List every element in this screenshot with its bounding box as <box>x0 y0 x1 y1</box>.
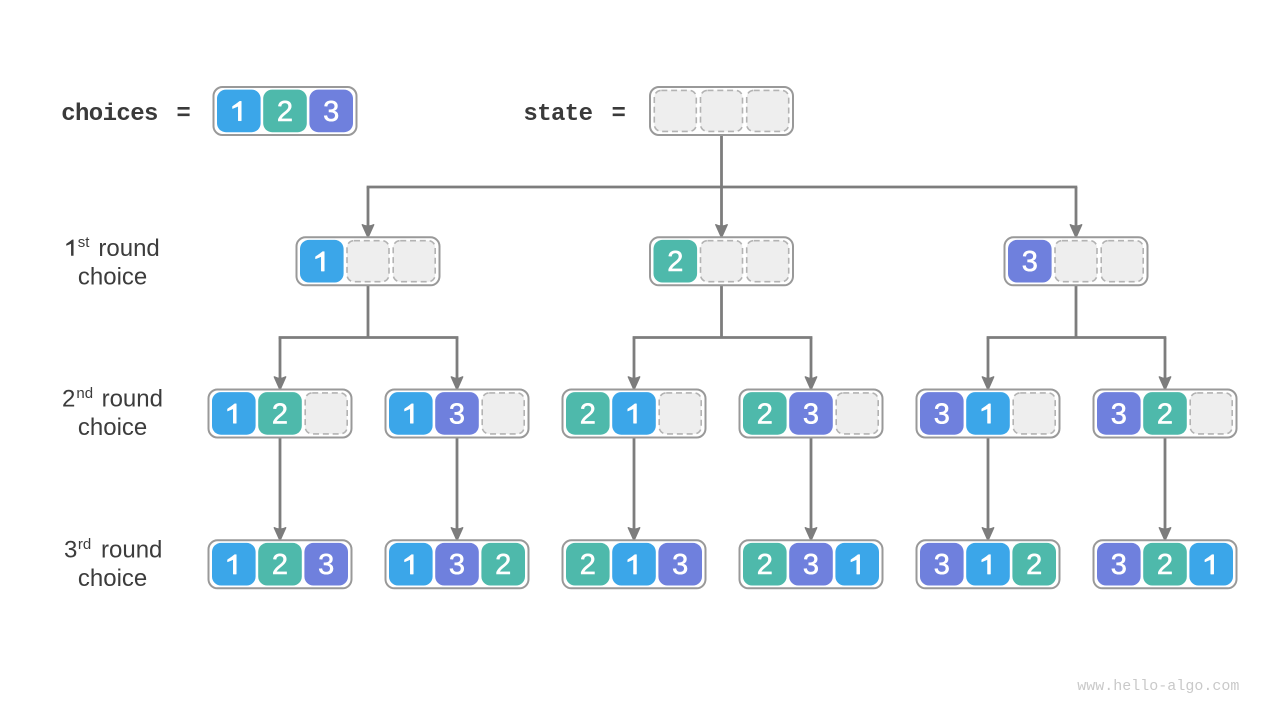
svg-text:2: 2 <box>495 549 511 581</box>
svg-text:3: 3 <box>323 96 339 128</box>
svg-text:3: 3 <box>803 549 819 581</box>
svg-text:round: round <box>101 537 162 564</box>
svg-text:2: 2 <box>1157 398 1173 430</box>
svg-text:3: 3 <box>1111 398 1127 430</box>
svg-text:3: 3 <box>1111 549 1127 581</box>
svg-text:nd: nd <box>76 385 93 402</box>
svg-text:2: 2 <box>62 385 75 412</box>
svg-text:3: 3 <box>449 398 465 430</box>
svg-text:choices: choices <box>61 101 158 128</box>
svg-text:3: 3 <box>1022 246 1038 278</box>
svg-text:3: 3 <box>449 549 465 581</box>
svg-text:3: 3 <box>803 398 819 430</box>
svg-text:choice: choice <box>78 414 147 441</box>
svg-text:=: = <box>612 101 626 128</box>
svg-text:2: 2 <box>272 549 288 581</box>
svg-text:3: 3 <box>318 549 334 581</box>
svg-text:st: st <box>78 234 91 251</box>
svg-text:2: 2 <box>1157 549 1173 581</box>
svg-text:3: 3 <box>934 549 950 581</box>
svg-text:2: 2 <box>272 398 288 430</box>
svg-text:2: 2 <box>277 96 293 128</box>
svg-text:3: 3 <box>672 549 688 581</box>
svg-text:2: 2 <box>580 398 596 430</box>
svg-text:www.hello-algo.com: www.hello-algo.com <box>1077 678 1239 695</box>
svg-text:rd: rd <box>78 536 91 553</box>
svg-text:choice: choice <box>78 565 147 592</box>
svg-text:3: 3 <box>934 398 950 430</box>
svg-text:choice: choice <box>78 264 147 291</box>
svg-text:2: 2 <box>1026 549 1042 581</box>
svg-text:2: 2 <box>757 398 773 430</box>
svg-text:round: round <box>98 235 159 262</box>
svg-text:2: 2 <box>667 246 683 278</box>
svg-text:=: = <box>176 101 190 128</box>
svg-text:2: 2 <box>580 549 596 581</box>
svg-text:round: round <box>102 385 163 412</box>
svg-text:3: 3 <box>64 537 77 564</box>
svg-text:2: 2 <box>757 549 773 581</box>
svg-text:state: state <box>523 101 592 128</box>
